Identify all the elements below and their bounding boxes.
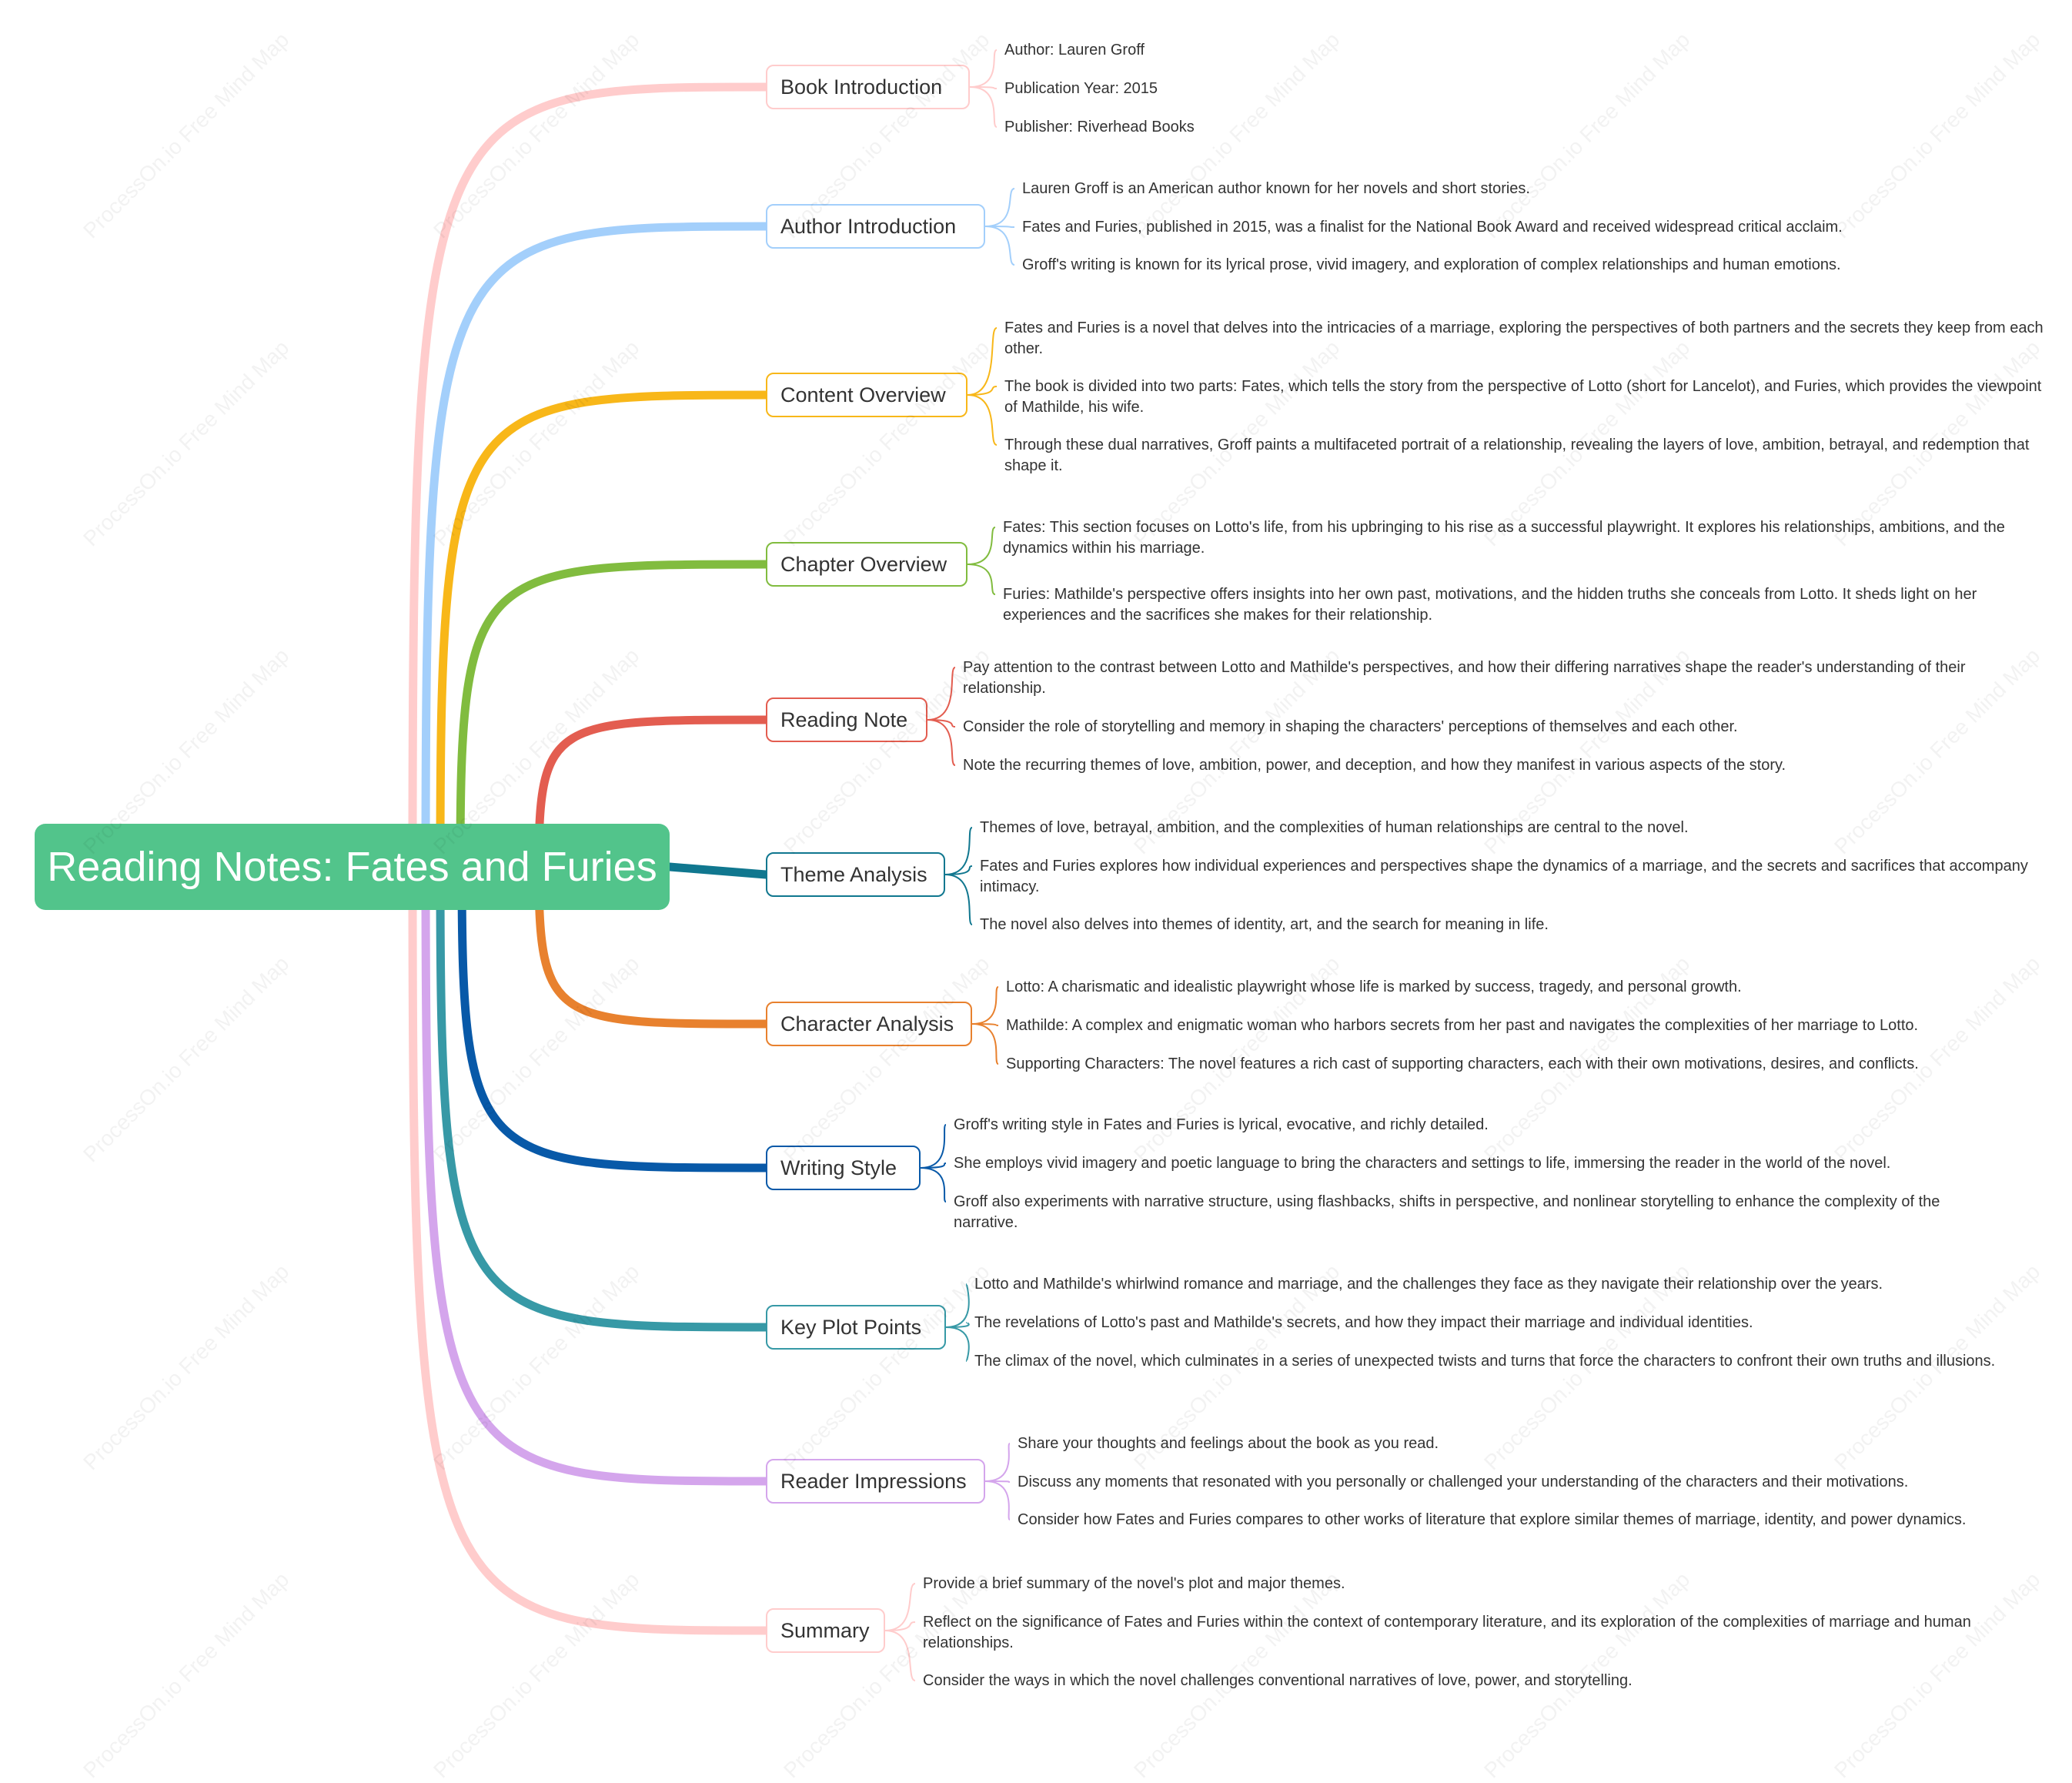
branch-connector-content-overview: [436, 390, 770, 871]
leaf-chapter-overview-1[interactable]: Fates: This section focuses on Lotto's l…: [1003, 519, 2005, 557]
leaf-key-plot-points-2[interactable]: The revelations of Lotto's past and Math…: [974, 1314, 1753, 1331]
leaf-theme-analysis-3[interactable]: The novel also delves into themes of ide…: [980, 916, 1549, 933]
leaf-connector-writing-style-1: [920, 1124, 947, 1169]
leaf-connector-summary-1: [884, 1583, 916, 1631]
leaf-reader-impressions-1[interactable]: Share your thoughts and feelings about t…: [1018, 1435, 1439, 1452]
leaf-connector-theme-analysis-3: [944, 874, 973, 925]
leaf-connector-reading-note-3: [927, 719, 956, 766]
branch-connector-author-introduction: [421, 222, 770, 871]
branch-book-introduction[interactable]: Book Introduction: [766, 65, 970, 109]
branch-chapter-overview[interactable]: Chapter Overview: [766, 542, 967, 587]
leaf-connector-theme-analysis-1: [944, 827, 973, 875]
leaf-connector-character-analysis-2: [971, 1023, 999, 1026]
branch-key-plot-points[interactable]: Key Plot Points: [766, 1305, 946, 1350]
leaf-writing-style-3[interactable]: Groff also experiments with narrative st…: [954, 1193, 1940, 1231]
leaf-writing-style-1[interactable]: Groff's writing style in Fates and Furie…: [954, 1116, 1489, 1133]
leaf-connector-writing-style-2: [920, 1162, 947, 1169]
branch-connector-character-analysis: [534, 862, 770, 1029]
leaf-connector-book-introduction-1: [969, 49, 998, 88]
leaf-theme-analysis-1[interactable]: Themes of love, betrayal, ambition, and …: [980, 819, 1689, 836]
leaf-reader-impressions-3[interactable]: Consider how Fates and Furies compares t…: [1018, 1511, 1967, 1528]
leaf-key-plot-points-1[interactable]: Lotto and Mathilde's whirlwind romance a…: [974, 1276, 1883, 1293]
leaf-connector-reader-impressions-3: [984, 1480, 1011, 1520]
leaf-author-introduction-1[interactable]: Lauren Groff is an American author known…: [1022, 180, 1530, 197]
leaf-content-overview-2[interactable]: The book is divided into two parts: Fate…: [1004, 378, 2042, 416]
leaf-summary-2[interactable]: Reflect on the significance of Fates and…: [923, 1614, 1971, 1651]
branch-reading-note[interactable]: Reading Note: [766, 697, 927, 742]
branch-writing-style[interactable]: Writing Style: [766, 1146, 921, 1190]
leaf-book-introduction-2[interactable]: Publication Year: 2015: [1004, 80, 1158, 97]
leaf-key-plot-points-3[interactable]: The climax of the novel, which culminate…: [974, 1353, 1996, 1370]
leaf-connector-book-introduction-2: [969, 86, 998, 89]
leaf-book-introduction-3[interactable]: Publisher: Riverhead Books: [1004, 119, 1195, 135]
leaf-connector-key-plot-points-1: [945, 1283, 970, 1328]
leaf-character-analysis-3[interactable]: Supporting Characters: The novel feature…: [1006, 1055, 1919, 1072]
leaf-connector-author-introduction-1: [984, 188, 1015, 227]
leaf-summary-1[interactable]: Provide a brief summary of the novel's p…: [923, 1575, 1345, 1592]
branch-content-overview[interactable]: Content Overview: [766, 373, 967, 417]
branch-connector-writing-style: [457, 862, 770, 1172]
central-topic[interactable]: Reading Notes: Fates and Furies: [35, 824, 670, 910]
connector-layer: [408, 49, 1015, 1681]
leaf-author-introduction-2[interactable]: Fates and Furies, published in 2015, was…: [1022, 219, 1843, 236]
leaf-connector-chapter-overview-1: [967, 527, 996, 565]
leaf-character-analysis-1[interactable]: Lotto: A charismatic and idealistic play…: [1006, 978, 1742, 995]
leaf-connector-character-analysis-1: [971, 986, 999, 1025]
branch-connector-reading-note: [534, 715, 770, 871]
branch-summary[interactable]: Summary: [766, 1608, 885, 1653]
leaf-connector-theme-analysis-2: [944, 865, 973, 875]
leaf-theme-analysis-2[interactable]: Fates and Furies explores how individual…: [980, 858, 2028, 895]
leaf-connector-author-introduction-3: [984, 226, 1015, 266]
leaf-connector-reader-impressions-1: [984, 1443, 1011, 1482]
leaf-chapter-overview-2[interactable]: Furies: Mathilde's perspective offers in…: [1003, 586, 1977, 624]
leaf-connector-content-overview-2: [967, 386, 998, 396]
leaf-reading-note-2[interactable]: Consider the role of storytelling and me…: [963, 718, 1738, 735]
leaf-connector-summary-3: [884, 1630, 916, 1681]
leaf-connector-content-overview-1: [967, 327, 998, 396]
leaf-connector-author-introduction-2: [984, 226, 1015, 228]
branch-connector-chapter-overview: [456, 560, 770, 871]
leaf-connector-summary-2: [884, 1621, 916, 1631]
branch-reader-impressions[interactable]: Reader Impressions: [766, 1459, 985, 1504]
leaf-connector-reading-note-2: [927, 719, 956, 728]
leaf-content-overview-3[interactable]: Through these dual narratives, Groff pai…: [1004, 437, 2030, 474]
leaf-character-analysis-2[interactable]: Mathilde: A complex and enigmatic woman …: [1006, 1017, 1919, 1034]
leaf-connector-key-plot-points-3: [945, 1326, 970, 1362]
leaf-author-introduction-3[interactable]: Groff's writing is known for its lyrical…: [1022, 256, 1841, 273]
leaf-connector-content-overview-3: [967, 394, 998, 446]
leaf-connector-book-introduction-3: [969, 86, 998, 128]
leaf-connector-chapter-overview-2: [967, 564, 996, 595]
branch-connector-book-introduction: [408, 82, 770, 871]
branch-theme-analysis[interactable]: Theme Analysis: [766, 852, 945, 897]
mind-map: Reading Notes: Fates and Furies Book Int…: [35, 28, 2044, 1782]
leaf-reading-note-3[interactable]: Note the recurring themes of love, ambit…: [963, 757, 1786, 774]
branch-character-analysis[interactable]: Character Analysis: [766, 1002, 972, 1046]
leaf-summary-3[interactable]: Consider the ways in which the novel cha…: [923, 1672, 1633, 1689]
branch-connector-theme-analysis: [665, 862, 770, 879]
leaf-content-overview-1[interactable]: Fates and Furies is a novel that delves …: [1004, 319, 2044, 357]
leaf-connector-reading-note-1: [927, 667, 956, 721]
branch-connector-summary: [408, 862, 770, 1635]
leaf-reader-impressions-2[interactable]: Discuss any moments that resonated with …: [1018, 1474, 1909, 1490]
leaf-reading-note-1[interactable]: Pay attention to the contrast between Lo…: [963, 659, 1966, 697]
branch-connector-reader-impressions: [421, 862, 770, 1486]
leaf-connector-writing-style-3: [920, 1167, 947, 1203]
leaf-writing-style-2[interactable]: She employs vivid imagery and poetic lan…: [954, 1155, 1891, 1172]
branch-connector-key-plot-points: [436, 862, 770, 1332]
branch-author-introduction[interactable]: Author Introduction: [766, 204, 985, 249]
leaf-connector-reader-impressions-2: [984, 1480, 1011, 1483]
leaf-connector-character-analysis-3: [971, 1023, 999, 1065]
leaf-book-introduction-1[interactable]: Author: Lauren Groff: [1004, 42, 1145, 59]
